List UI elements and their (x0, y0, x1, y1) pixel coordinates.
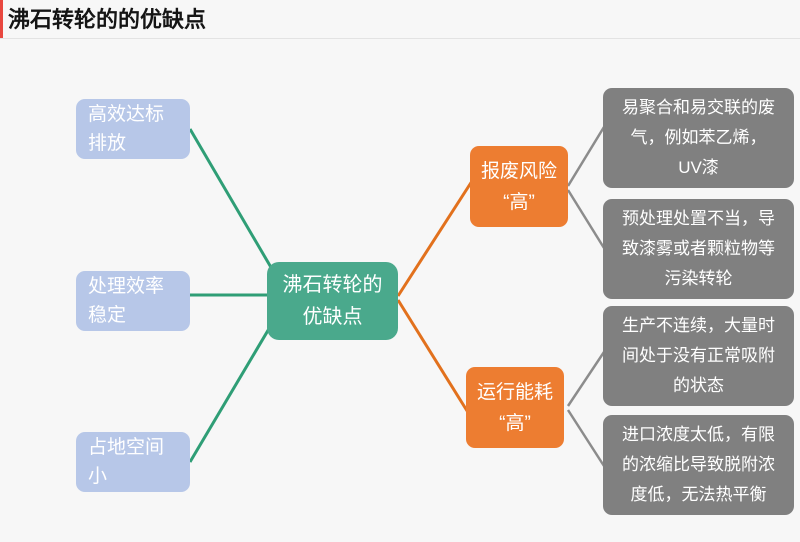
leaf-node-4-line-3: 度低，无法热平衡 (630, 485, 767, 504)
leaf-node-3-line-3: 的状态 (673, 376, 724, 395)
disadvantage-node-2[interactable]: 运行能耗 “高” (466, 367, 564, 448)
title-accent-bar (0, 0, 3, 38)
leaf-node-1-line-3: UV漆 (678, 158, 719, 177)
disadvantage-node-2-line-1: 运行能耗 (476, 381, 553, 403)
advantage-node-2-line-2: 稳定 (88, 305, 127, 326)
connector-leaf-2 (566, 189, 606, 249)
leaf-node-2-line-3: 污染转轮 (664, 269, 733, 288)
leaf-node-2-line-2: 致漆雾或者颗粒物等 (622, 239, 775, 258)
connector-leaf-3 (566, 351, 606, 407)
disadvantage-node-1[interactable]: 报废风险 “高” (470, 146, 568, 227)
leaf-node-4[interactable]: 进口浓度太低，有限 的浓缩比导致脱附浓 度低，无法热平衡 (603, 415, 794, 515)
leaf-node-3-line-1: 生产不连续，大量时 (622, 316, 775, 335)
advantage-node-3-line-1: 占地空间 (88, 437, 165, 458)
disadvantage-node-1-line-1: 报废风险 (480, 160, 557, 182)
disadvantage-connectors (396, 177, 476, 423)
root-node-line-1: 沸石转轮的 (282, 274, 383, 296)
title-bar: 沸石转轮的的优缺点 (0, 0, 800, 39)
connector-disadvantage-1 (396, 177, 476, 297)
advantage-node-1-line-2: 排放 (88, 133, 127, 154)
leaf-node-2-line-1: 预处理处置不当，导 (622, 209, 775, 228)
page-title: 沸石转轮的的优缺点 (8, 7, 207, 32)
leaf-node-1[interactable]: 易聚合和易交联的废 气，例如苯乙烯， UV漆 (603, 88, 794, 188)
connector-leaf-1 (566, 126, 606, 187)
root-node-line-2: 优缺点 (302, 306, 363, 328)
advantage-node-1[interactable]: 高效达标 排放 (76, 99, 190, 159)
leaf-node-1-line-1: 易聚合和易交联的废 (622, 98, 775, 117)
advantage-node-3-line-2: 小 (88, 466, 108, 487)
disadvantage-node-2-line-2: “高” (499, 412, 531, 434)
connector-disadvantage-2 (396, 299, 476, 423)
leaf-connectors (566, 126, 606, 467)
root-node[interactable]: 沸石转轮的 优缺点 (267, 262, 398, 340)
leaf-node-2[interactable]: 预处理处置不当，导 致漆雾或者颗粒物等 污染转轮 (603, 199, 794, 299)
leaf-node-3[interactable]: 生产不连续，大量时 间处于没有正常吸附 的状态 (603, 306, 794, 406)
advantage-node-3[interactable]: 占地空间 小 (76, 432, 190, 492)
leaf-node-1-line-2: 气，例如苯乙烯， (630, 128, 767, 147)
advantage-node-2[interactable]: 处理效率 稳定 (76, 271, 190, 331)
advantage-node-2-line-1: 处理效率 (88, 276, 165, 297)
connector-leaf-4 (566, 409, 606, 467)
advantage-node-1-line-1: 高效达标 (88, 104, 165, 125)
leaf-node-4-line-1: 进口浓度太低，有限 (622, 425, 775, 444)
leaf-node-4-line-2: 的浓缩比导致脱附浓 (622, 455, 775, 474)
disadvantage-node-1-line-2: “高” (503, 191, 535, 213)
leaf-node-3-line-2: 间处于没有正常吸附 (622, 346, 775, 365)
